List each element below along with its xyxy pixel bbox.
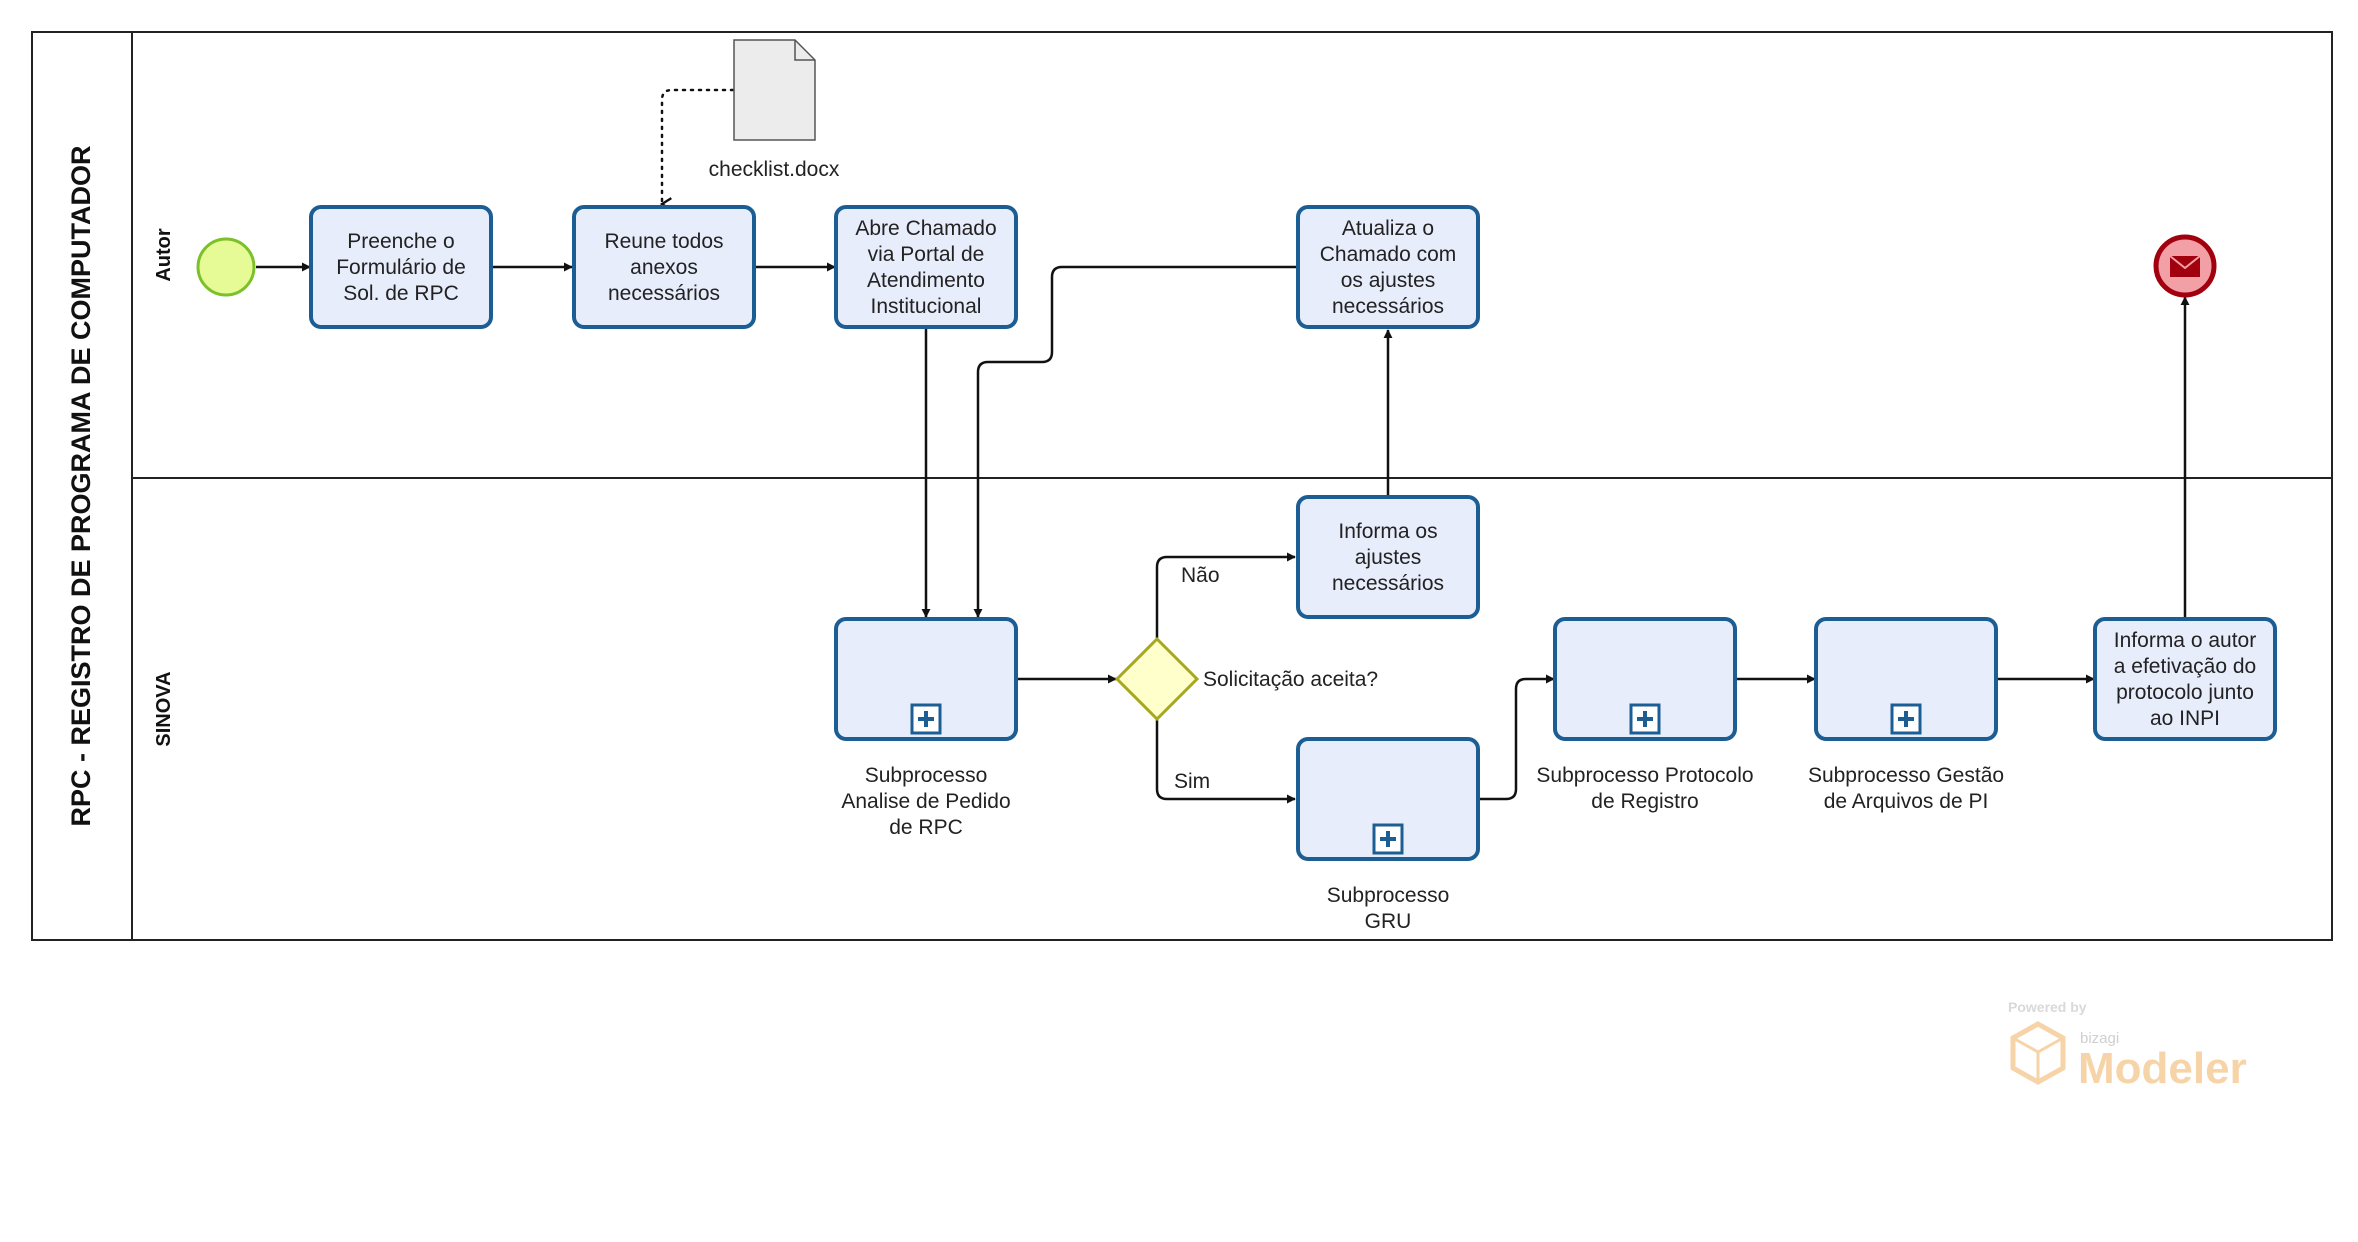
task-preenche-formulario[interactable]: Preenche o Formulário de Sol. de RPC	[309, 205, 493, 329]
expand-plus-icon[interactable]	[1629, 703, 1661, 735]
task-abre-chamado-label-line: Abre Chamado	[855, 217, 996, 240]
document-fold	[794, 40, 815, 61]
gateway-solicitacao-aceita[interactable]: Solicitação aceita? Não Sim	[1114, 564, 1378, 793]
task-abre-chamado-label-line: via Portal de	[868, 243, 985, 266]
task-informa-ajustes-label-line: ajustes	[1355, 546, 1422, 569]
subprocess-protocolo-registro-label-line: de Registro	[1591, 790, 1698, 813]
task-atualiza-chamado-label-line: Atualiza o	[1342, 217, 1434, 240]
subprocess-analise-pedido-box	[834, 617, 1018, 741]
task-informa-ajustes-label-line: necessários	[1332, 572, 1444, 595]
subprocess-gestao-arquivos-label-line: de Arquivos de PI	[1824, 790, 1989, 813]
subprocess-protocolo-registro[interactable]: Subprocesso Protocolo de Registro	[1536, 617, 1754, 813]
task-atualiza-chamado-label-line: necessários	[1332, 295, 1444, 318]
gateway-no-label: Não	[1181, 564, 1220, 587]
subprocess-protocolo-registro-box	[1553, 617, 1737, 741]
task-reune-anexos-box	[572, 205, 756, 329]
task-informa-autor-label-line: protocolo junto	[2116, 681, 2254, 704]
watermark-powered: Powered by	[2008, 999, 2087, 1015]
flow-atualiza-to-analise[interactable]	[973, 265, 1297, 618]
task-abre-chamado[interactable]: Abre Chamado via Portal de AtendimentoInst…	[834, 205, 1018, 329]
subprocess-gru-label-line: GRU	[1365, 910, 1412, 933]
plus-glyph	[918, 711, 934, 727]
task-atualiza-chamado-box	[1296, 205, 1480, 329]
task-informa-autor-label-line: Informa o autor	[2114, 629, 2256, 652]
task-preenche-formulario-label-line: Sol. de RPC	[343, 282, 459, 305]
envelope-flap	[2169, 255, 2201, 270]
gateway-yes-label: Sim	[1174, 770, 1210, 793]
task-atualiza-chamado-label-line: os ajustes	[1341, 269, 1436, 292]
pool-border	[31, 31, 2333, 941]
expand-plus-icon[interactable]	[910, 703, 942, 735]
subprocess-analise-pedido-label-line: Subprocesso	[865, 764, 988, 787]
plus-glyph	[1898, 711, 1914, 727]
plus-glyph	[1637, 711, 1653, 727]
subprocess-gru-label-line: Subprocesso	[1327, 884, 1450, 907]
document-icon	[733, 39, 816, 141]
task-abre-chamado-box	[834, 205, 1018, 329]
activities: Preenche o Formulário de Sol. de RPC Reune …	[309, 205, 2277, 933]
watermark-brand: bizagi	[2080, 1030, 2119, 1047]
subprocess-gestao-arquivos[interactable]: Subprocesso Gestão de Arquivos de PI	[1808, 617, 2004, 813]
bizagi-logo-inner	[2012, 1036, 2064, 1082]
flow-gateway-yes[interactable]	[1155, 719, 1296, 804]
watermark-product: Modeler	[2078, 1044, 2247, 1093]
task-informa-ajustes-label-line: Informa os	[1338, 520, 1437, 543]
task-informa-autor-label-line: a efetivação do	[2114, 655, 2256, 678]
task-informa-ajustes[interactable]: Informa os ajustes necessários	[1296, 495, 1480, 619]
end-event-message[interactable]	[2153, 234, 2217, 298]
task-preenche-formulario-box	[309, 205, 493, 329]
sequence-flows	[256, 262, 2190, 804]
flow-gateway-no[interactable]	[1155, 552, 1296, 639]
subprocess-gru-box	[1296, 737, 1480, 861]
pool: RPC - REGISTRO DE PROGRAMA DE COMPUTADOR…	[31, 31, 2333, 941]
task-abre-chamado-label-line: Institucional	[871, 295, 982, 318]
flow-gru-to-protocolo[interactable]	[1479, 674, 1555, 801]
task-reune-anexos-label-line: anexos	[630, 256, 698, 279]
lane-label-autor: Autor	[153, 228, 175, 282]
task-preenche-formulario-label-line: Formulário de	[336, 256, 466, 279]
subprocess-gestao-arquivos-box	[1814, 617, 1998, 741]
gateway-label: Solicitação aceita?	[1203, 668, 1378, 691]
task-preenche-formulario-label-line: Preenche o	[347, 230, 454, 253]
start-event[interactable]	[196, 237, 256, 297]
task-reune-anexos-label-line: necessários	[608, 282, 720, 305]
subprocess-gestao-arquivos-label-line: Subprocesso Gestão	[1808, 764, 2004, 787]
task-atualiza-chamado-label-line: Chamado com	[1320, 243, 1457, 266]
lane-label-sinova: SINOVA	[153, 671, 175, 746]
task-informa-autor[interactable]: Informa o autor a efetivação do protocolo …	[2093, 617, 2277, 741]
gateway-diamond	[1114, 636, 1200, 722]
task-reune-anexos-label-line: Reune todos	[604, 230, 723, 253]
task-reune-anexos[interactable]: Reune todos anexos necessários	[572, 205, 756, 329]
task-informa-autor-label-line: ao INPI	[2150, 707, 2220, 730]
pool-title: RPC - REGISTRO DE PROGRAMA DE COMPUTADOR	[66, 145, 96, 826]
task-abre-chamado-label-line: Atendimento	[867, 269, 985, 292]
expand-plus-icon[interactable]	[1890, 703, 1922, 735]
plus-glyph	[1380, 831, 1396, 847]
data-object-checklist[interactable]: checklist.docx	[709, 39, 840, 181]
subprocess-analise-pedido-label-line: Analise de Pedido	[841, 790, 1010, 813]
task-informa-autor-box	[2093, 617, 2277, 741]
document-label: checklist.docx	[709, 158, 840, 181]
task-informa-ajustes-box	[1296, 495, 1480, 619]
subprocess-analise-pedido-label-line: de RPC	[889, 816, 963, 839]
task-atualiza-chamado[interactable]: Atualiza o Chamado com os ajustes necessári…	[1296, 205, 1480, 329]
bizagi-watermark: Powered by bizagi Modeler	[2008, 999, 2247, 1093]
subprocess-protocolo-registro-label-line: Subprocesso Protocolo	[1536, 764, 1753, 787]
